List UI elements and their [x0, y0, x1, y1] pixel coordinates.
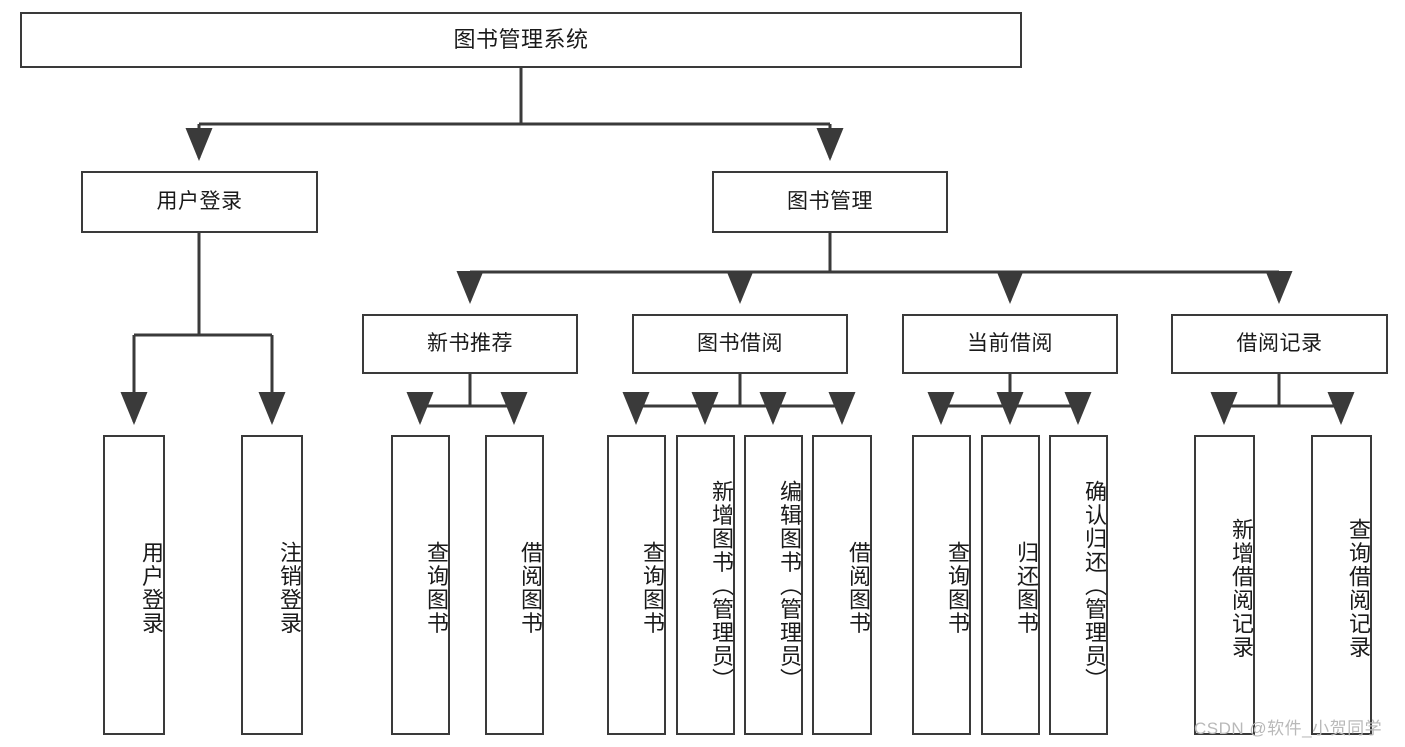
leaf-edit-book-label: 编辑图书（管理员）	[777, 480, 802, 692]
connectors-book-borrow	[622, 374, 856, 425]
node-book-borrow-label: 图书借阅	[697, 332, 783, 356]
node-new-book-recommend[interactable]: 新书推荐	[362, 314, 578, 374]
node-root[interactable]: 图书管理系统	[20, 12, 1022, 68]
leaf-add-book-label: 新增图书（管理员）	[709, 480, 734, 692]
connectors-book-manage	[456, 233, 1293, 304]
leaf-query-borrow-record[interactable]: 查询借阅记录	[1311, 435, 1372, 735]
node-new-book-recommend-label: 新书推荐	[427, 332, 513, 356]
leaf-logout-label: 注销登录	[277, 541, 302, 635]
leaf-return-book[interactable]: 归还图书	[981, 435, 1040, 735]
connectors-root	[185, 68, 844, 161]
node-borrow-record-label: 借阅记录	[1236, 332, 1323, 356]
leaf-query-book-current[interactable]: 查询图书	[912, 435, 971, 735]
connectors-current-borrow	[927, 374, 1092, 425]
connectors-user-login	[120, 233, 286, 425]
leaf-confirm-return-label: 确认归还（管理员）	[1082, 480, 1107, 692]
watermark: CSDN @软件_小贺同学	[1194, 719, 1383, 738]
leaf-user-login[interactable]: 用户登录	[103, 435, 165, 735]
leaf-query-book-rec-label: 查询图书	[424, 541, 449, 635]
leaf-return-book-label: 归还图书	[1014, 541, 1039, 635]
leaf-query-book-borrow-label: 查询图书	[640, 541, 665, 635]
node-user-login[interactable]: 用户登录	[81, 171, 318, 233]
node-book-borrow[interactable]: 图书借阅	[632, 314, 848, 374]
leaf-user-login-label: 用户登录	[139, 541, 164, 635]
leaf-borrow-book-label: 借阅图书	[846, 541, 871, 635]
leaf-add-book[interactable]: 新增图书（管理员）	[676, 435, 735, 735]
leaf-query-book-current-label: 查询图书	[945, 541, 970, 635]
leaf-edit-book[interactable]: 编辑图书（管理员）	[744, 435, 803, 735]
node-current-borrow[interactable]: 当前借阅	[902, 314, 1118, 374]
leaf-borrow-book-rec[interactable]: 借阅图书	[485, 435, 544, 735]
node-book-manage-label: 图书管理	[787, 190, 873, 214]
leaf-confirm-return[interactable]: 确认归还（管理员）	[1049, 435, 1108, 735]
node-root-label: 图书管理系统	[453, 26, 589, 52]
leaf-add-borrow-record[interactable]: 新增借阅记录	[1194, 435, 1255, 735]
connectors-new-book-recommend	[406, 374, 528, 425]
leaf-logout[interactable]: 注销登录	[241, 435, 303, 735]
node-borrow-record[interactable]: 借阅记录	[1171, 314, 1388, 374]
leaf-query-book-borrow[interactable]: 查询图书	[607, 435, 666, 735]
node-current-borrow-label: 当前借阅	[967, 332, 1053, 356]
node-user-login-label: 用户登录	[156, 190, 243, 214]
leaf-query-borrow-record-label: 查询借阅记录	[1346, 517, 1371, 659]
leaf-add-borrow-record-label: 新增借阅记录	[1229, 517, 1254, 659]
leaf-borrow-book-rec-label: 借阅图书	[518, 541, 543, 635]
connectors-borrow-record	[1210, 374, 1355, 425]
leaf-query-book-rec[interactable]: 查询图书	[391, 435, 450, 735]
node-book-manage[interactable]: 图书管理	[712, 171, 948, 233]
leaf-borrow-book[interactable]: 借阅图书	[812, 435, 872, 735]
